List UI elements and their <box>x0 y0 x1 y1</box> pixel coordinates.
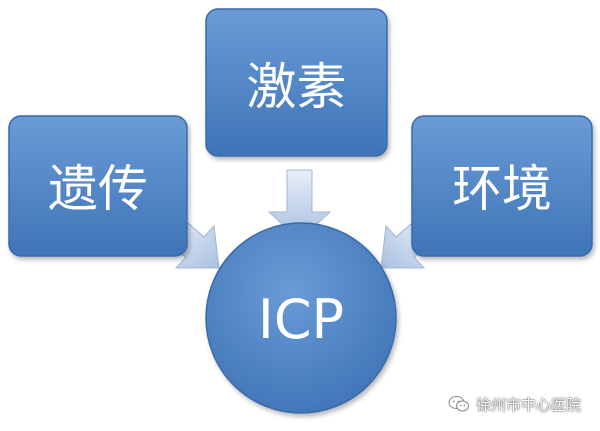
node-center: ICP <box>205 222 397 414</box>
node-center-label: ICP <box>258 288 344 351</box>
node-genetics-label: 遗传 <box>48 160 148 218</box>
node-environment-box <box>411 115 593 257</box>
node-genetics: 遗传 <box>8 115 188 257</box>
node-environment: 环境 <box>411 115 593 257</box>
node-environment-label: 环境 <box>452 160 552 218</box>
watermark: 徐州市中心医院 <box>448 392 596 416</box>
watermark-text: 徐州市中心医院 <box>476 395 582 414</box>
wechat-icon <box>448 396 469 412</box>
node-hormone-box <box>205 8 388 157</box>
node-genetics-box <box>8 115 188 257</box>
node-hormone: 激素 <box>205 8 388 157</box>
node-center-circle <box>205 222 397 414</box>
node-hormone-label: 激素 <box>247 58 347 116</box>
